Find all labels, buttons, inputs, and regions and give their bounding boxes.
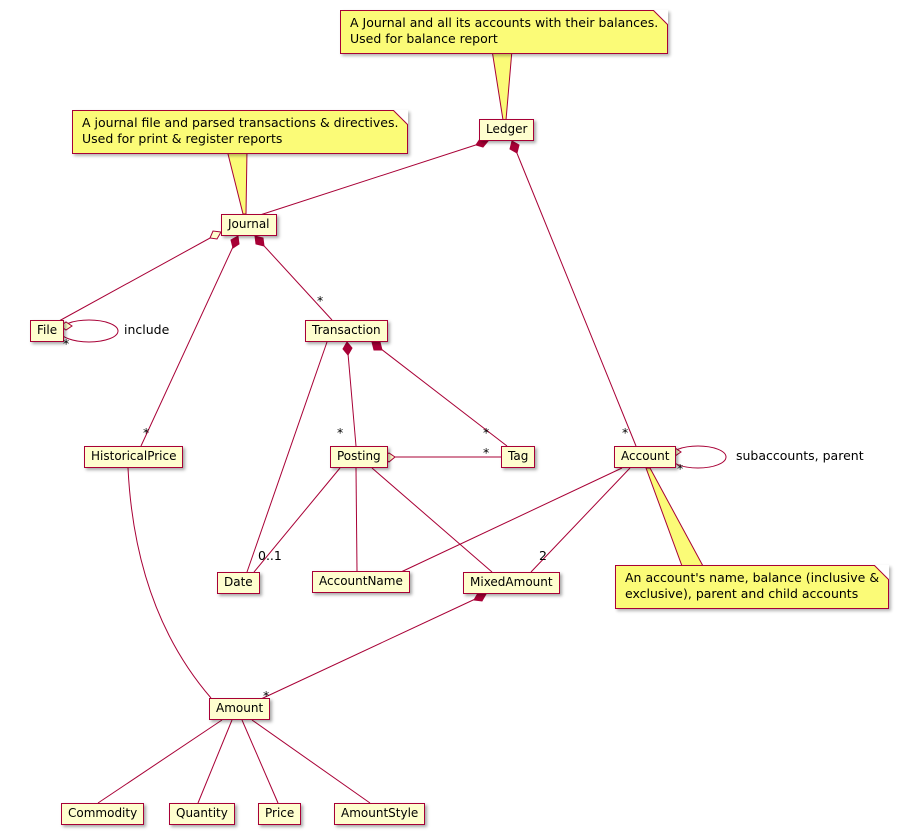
edge-posting-date bbox=[253, 467, 341, 573]
note-journal-line-2: Used for print & register reports bbox=[82, 131, 283, 147]
note-ledger-line-1: A Journal and all its accounts with thei… bbox=[350, 15, 659, 30]
multiplicity-transaction-posting: * bbox=[337, 425, 344, 440]
multiplicity-posting-date: 0..1 bbox=[258, 548, 282, 563]
edge-posting-accountname bbox=[355, 467, 358, 572]
class-amount: Amount bbox=[209, 698, 271, 720]
edge-amount-commodity bbox=[97, 719, 223, 804]
multiplicity-journal-historicalprice: * bbox=[143, 425, 150, 440]
role-label-subaccounts-parent: subaccounts, parent bbox=[736, 448, 864, 463]
edge-journal-historicalprice bbox=[140, 235, 239, 447]
note-account-line-1: An account's name, balance (inclusive & bbox=[625, 570, 880, 585]
class-account: Account bbox=[614, 446, 677, 468]
composition-diamond-transaction-posting bbox=[342, 341, 353, 356]
edge-ledger-account bbox=[511, 140, 637, 447]
composition-diamond-journal-historicalprice bbox=[230, 235, 240, 249]
edge-transaction-posting bbox=[346, 341, 357, 447]
class-date: Date bbox=[217, 572, 260, 594]
note-pointer-journal bbox=[226, 149, 248, 215]
note-account-line-2: exclusive), parent and child accounts bbox=[625, 586, 859, 602]
multiplicity-file-include: * bbox=[63, 336, 70, 351]
edge-account-accountname bbox=[400, 467, 623, 573]
class-amountstyle: AmountStyle bbox=[334, 803, 426, 825]
note-account: An account's name, balance (inclusive & … bbox=[615, 565, 890, 609]
edge-transaction-tag bbox=[371, 341, 508, 447]
multiplicity-mixedamount-amount: * bbox=[263, 688, 270, 703]
note-ledger-line-2: Used for balance report bbox=[350, 31, 498, 47]
edge-journal-transaction bbox=[254, 235, 333, 321]
edge-posting-mixedamount bbox=[371, 467, 493, 573]
composition-diamond-journal-transaction bbox=[254, 235, 265, 247]
multiplicity-journal-transaction: * bbox=[317, 293, 324, 308]
edge-journal-file bbox=[58, 231, 222, 322]
composition-diamond-mixedamount-amount bbox=[473, 592, 487, 602]
note-journal-line-1: A journal file and parsed transactions &… bbox=[82, 115, 399, 130]
composition-diamond-transaction-tag bbox=[371, 341, 383, 351]
note-journal: A journal file and parsed transactions &… bbox=[72, 110, 409, 154]
class-file: File bbox=[30, 320, 65, 342]
class-commodity: Commodity bbox=[61, 803, 145, 825]
edge-amount-amountstyle bbox=[251, 719, 371, 804]
class-mixedamount: MixedAmount bbox=[463, 572, 560, 594]
aggregation-diamond-journal-file bbox=[209, 230, 222, 240]
class-historicalprice: HistoricalPrice bbox=[84, 446, 184, 468]
note-fold-icon bbox=[393, 110, 409, 125]
class-transaction: Transaction bbox=[305, 320, 388, 342]
multiplicity-account-mixedamount: 2 bbox=[539, 548, 547, 563]
note-ledger: A Journal and all its accounts with thei… bbox=[340, 10, 669, 54]
multiplicity-posting-tag: * bbox=[483, 445, 490, 460]
edge-amount-price bbox=[241, 719, 279, 804]
edge-account-mixedamount bbox=[530, 467, 631, 573]
edge-transaction-date bbox=[246, 341, 328, 573]
multiplicity-account-subaccounts: * bbox=[677, 461, 684, 476]
multiplicity-transaction-tag: * bbox=[483, 425, 490, 440]
class-quantity: Quantity bbox=[169, 803, 235, 825]
note-pointer-account bbox=[645, 467, 704, 567]
multiplicity-ledger-account: * bbox=[622, 425, 629, 440]
class-tag: Tag bbox=[501, 446, 536, 468]
edge-mixedamount-amount bbox=[260, 593, 487, 700]
edge-historicalprice-amount bbox=[127, 467, 212, 699]
edge-ledger-journal bbox=[259, 140, 489, 216]
note-fold-icon bbox=[653, 10, 669, 25]
role-label-include: include bbox=[124, 322, 170, 337]
class-ledger: Ledger bbox=[479, 119, 535, 141]
note-pointer-ledger bbox=[491, 49, 513, 121]
class-accountname: AccountName bbox=[312, 571, 410, 593]
edge-amount-quantity bbox=[197, 719, 233, 804]
class-journal: Journal bbox=[221, 214, 277, 236]
composition-diamond-ledger-account bbox=[509, 140, 520, 154]
class-posting: Posting bbox=[330, 446, 388, 468]
note-fold-icon bbox=[874, 565, 890, 580]
class-price: Price bbox=[258, 803, 302, 825]
